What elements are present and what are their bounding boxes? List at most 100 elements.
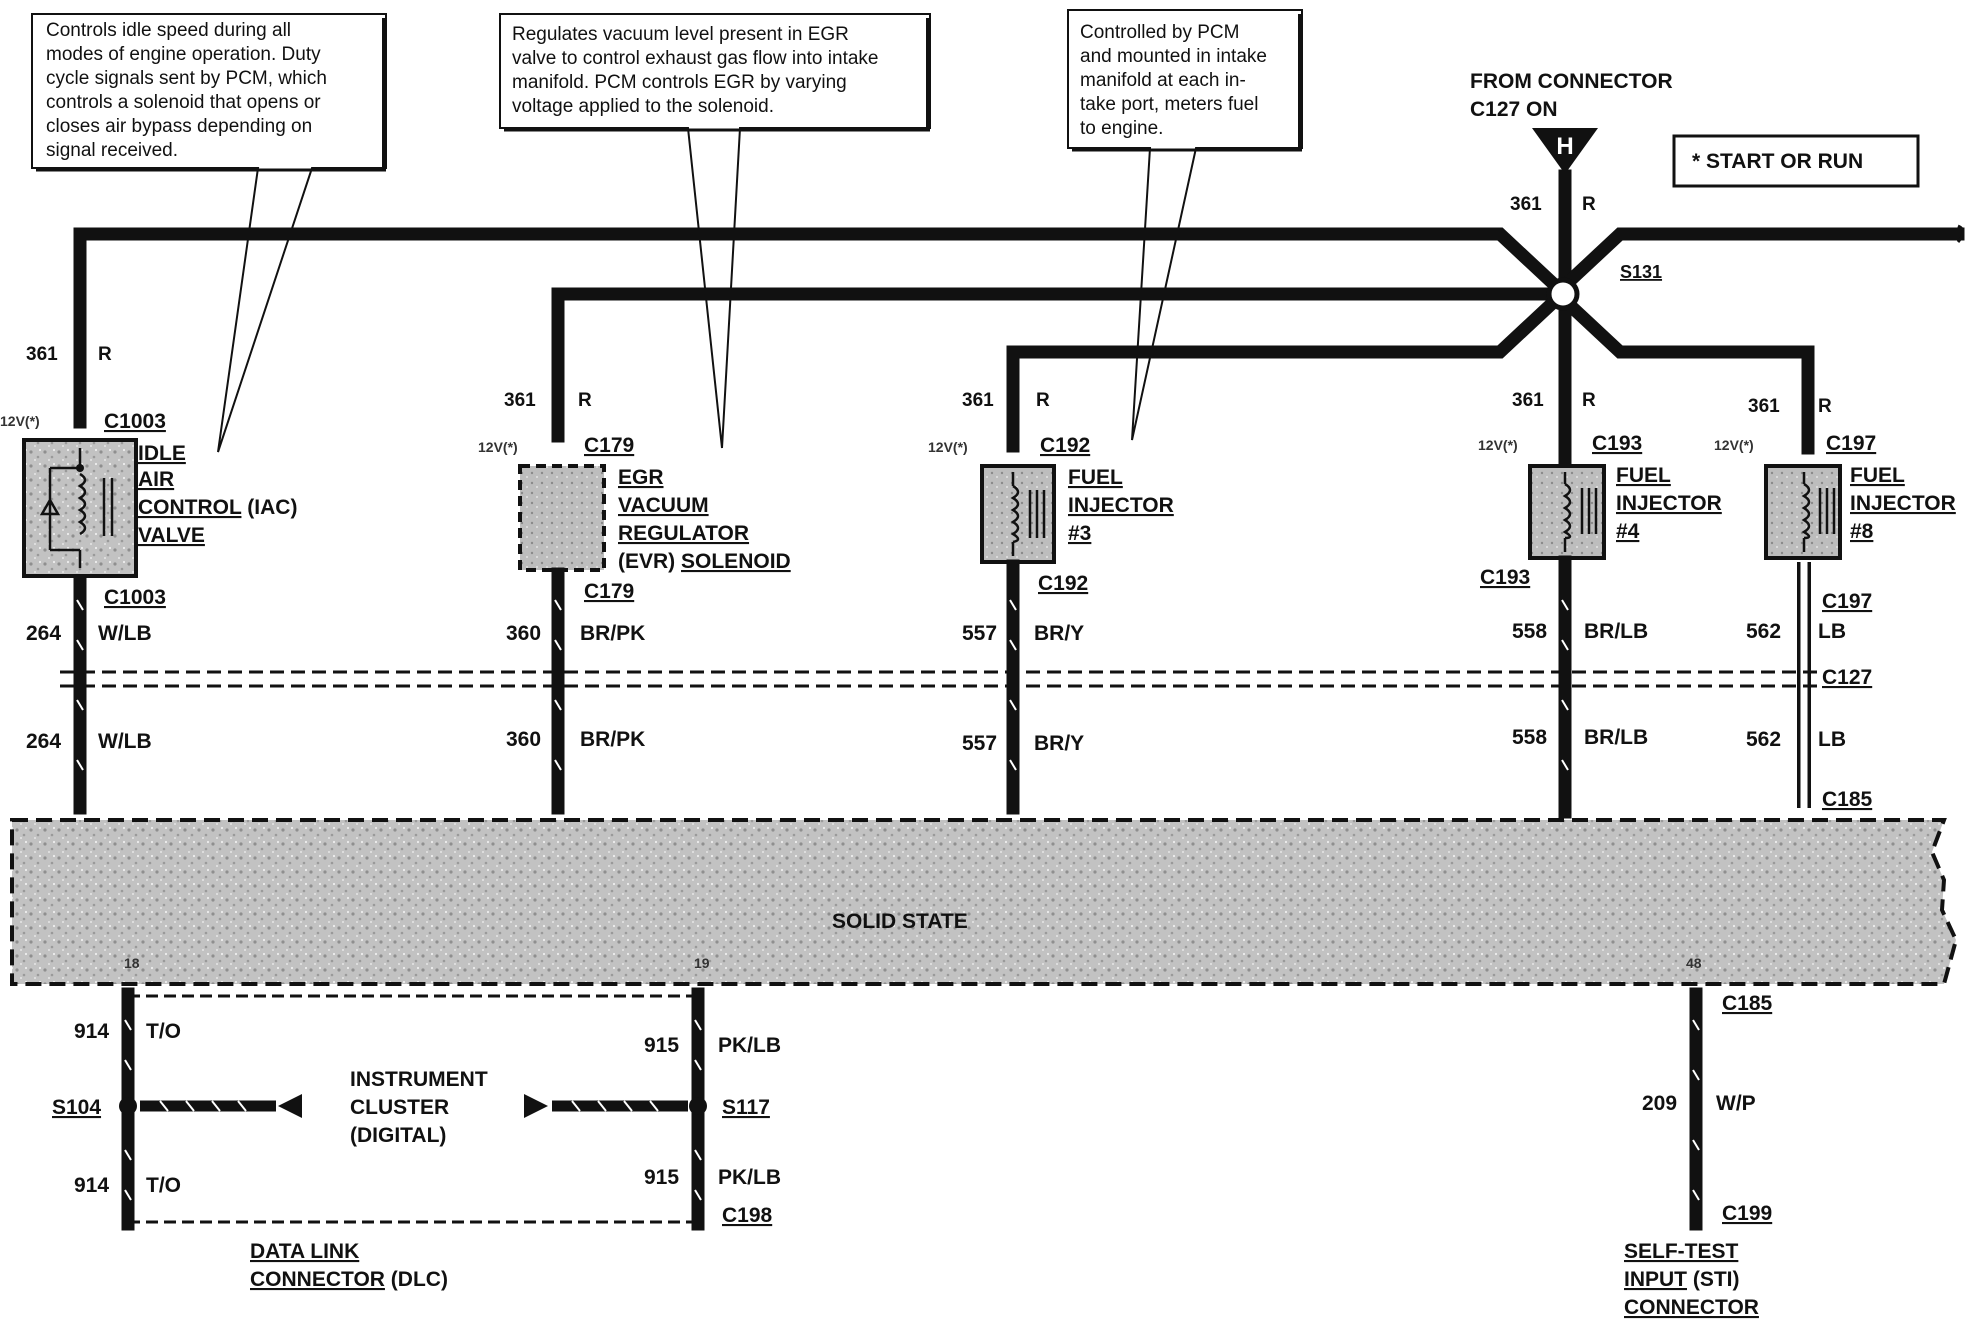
dlc-left-circuit-top: 914: [74, 1020, 109, 1043]
pcm-module: SOLID STATE 18 19 48: [10, 818, 1959, 986]
callout-iac: Controls idle speed during all modes of …: [31, 13, 387, 453]
callout-iac-line-1: Controls idle speed during all: [46, 20, 291, 41]
cluster-arrow-right-icon: [524, 1094, 548, 1118]
callout-injector-line-5: to engine.: [1080, 118, 1163, 139]
inj3-color-top: R: [1036, 390, 1050, 411]
inj8-circuit-bottom: 562: [1746, 620, 1781, 643]
dlc-name-2: CONNECTOR (DLC): [250, 1268, 448, 1291]
callout-iac-line-3: cycle signals sent by PCM, which: [46, 68, 327, 89]
dlc-right-color-top: PK/LB: [718, 1034, 781, 1057]
sti-name-2: INPUT (STI): [1624, 1268, 1740, 1291]
iac-conn-top: C1003: [104, 410, 166, 433]
pcm-pin-18: 18: [124, 955, 140, 971]
dlc-connector-label: C198: [722, 1204, 773, 1227]
connector-h-letter: H: [1556, 133, 1573, 160]
sti-circuit: 209: [1642, 1092, 1677, 1115]
inj4-name-2: INJECTOR: [1616, 492, 1722, 515]
sti-section: C185 209 W/P C199 SELF-TEST INPUT (STI) …: [1624, 987, 1773, 1319]
iac-circuit-top: 361: [26, 344, 58, 365]
callout-injector-line-1: Controlled by PCM: [1080, 22, 1239, 43]
callout-iac-line-2: modes of engine operation. Duty: [46, 44, 321, 65]
iac-color-bottom: W/LB: [98, 622, 152, 645]
splice-s117-icon: [689, 1097, 707, 1115]
inj4-body: [1528, 464, 1606, 560]
inj3-coil-icon: [1010, 472, 1046, 556]
inj3-conn-bottom: C192: [1038, 572, 1088, 595]
evr-name-3: REGULATOR: [618, 522, 749, 545]
evr-name-1: EGR: [618, 466, 664, 489]
callout-iac-line-6: signal received.: [46, 140, 178, 161]
inj3-circuit-lower: 557: [962, 732, 997, 755]
iac-solenoid-icon: [39, 448, 114, 568]
evr-circuit-top: 361: [504, 390, 536, 411]
iac-circuit-bottom: 264: [26, 622, 61, 645]
inj8-conn-top: C197: [1826, 432, 1876, 455]
callout-evr-line-1: Regulates vacuum level present in EGR: [512, 24, 849, 45]
callout-injector-line-4: take port, meters fuel: [1080, 94, 1258, 115]
inj4-circuit-lower: 558: [1512, 726, 1547, 749]
inj8-conn-bottom: C197: [1822, 590, 1872, 613]
evr-name-2: VACUUM: [618, 494, 709, 517]
start-or-run-label: * START OR RUN: [1692, 150, 1863, 173]
cluster-line-2: CLUSTER: [350, 1096, 449, 1119]
c127-label: C127: [1822, 666, 1872, 689]
dlc-left-color-top: T/O: [146, 1020, 181, 1043]
callout-evr-line-4: voltage applied to the solenoid.: [512, 96, 774, 117]
inj3-color-lower: BR/Y: [1034, 732, 1084, 755]
iac-color-lower: W/LB: [98, 730, 152, 753]
dlc-left-color-bottom: T/O: [146, 1174, 181, 1197]
inj4-color-top: R: [1582, 390, 1596, 411]
callout-iac-line-5: closes air bypass depending on: [46, 116, 312, 137]
callout-injector: Controlled by PCM and mounted in intake …: [1067, 9, 1303, 441]
evr-conn-top: C179: [584, 434, 634, 457]
dlc-left-circuit-bottom: 914: [74, 1174, 109, 1197]
bus-continuation-icon: [1956, 224, 1965, 243]
evr-circuit-lower: 360: [506, 728, 541, 751]
evr-color-lower: BR/PK: [580, 728, 645, 751]
evr-body: [518, 464, 606, 572]
sti-name-1: SELF-TEST: [1624, 1240, 1739, 1263]
iac-voltage: 12V(*): [0, 413, 40, 429]
inj8-name-2: INJECTOR: [1850, 492, 1956, 515]
iac-name-2: AIR: [138, 468, 174, 491]
dlc-right-circuit-bottom: 915: [644, 1166, 679, 1189]
component-injector-3: 361 R 12V(*) C192 FUEL INJECTOR #3 C192 …: [928, 390, 1174, 847]
from-connector-line-2: C127 ON: [1470, 98, 1558, 121]
inj3-circuit-top: 361: [962, 390, 994, 411]
inj4-conn-top: C193: [1592, 432, 1642, 455]
evr-color-top: R: [578, 390, 592, 411]
inj8-voltage: 12V(*): [1714, 437, 1754, 453]
iac-circuit-lower: 264: [26, 730, 61, 753]
inj8-color-lower: LB: [1818, 728, 1846, 751]
callout-injector-line-3: manifold at each in-: [1080, 70, 1246, 91]
cluster-arrow-left-icon: [278, 1094, 302, 1118]
from-connector-line-1: FROM CONNECTOR: [1470, 70, 1673, 93]
sti-conn-top: C185: [1722, 992, 1773, 1015]
splice-s104-icon: [119, 1097, 137, 1115]
sti-conn-bottom: C199: [1722, 1202, 1772, 1225]
inj4-circuit-bottom: 558: [1512, 620, 1547, 643]
inj3-voltage: 12V(*): [928, 439, 968, 455]
component-injector-4: 361 R 12V(*) C193 FUEL INJECTOR #4 C193 …: [1478, 390, 1722, 847]
inj8-coil-icon: [1801, 472, 1836, 552]
component-injector-8: 361 R 12V(*) C197 FUEL INJECTOR #8 C197 …: [1714, 396, 1956, 847]
feed-circuit-label: 361: [1510, 194, 1542, 215]
inj8-color-top: R: [1818, 396, 1832, 417]
sti-name-3: CONNECTOR: [1624, 1296, 1759, 1319]
evr-name-4: (EVR) SOLENOID: [618, 550, 791, 573]
splice-s104-label: S104: [52, 1096, 101, 1119]
inj4-voltage: 12V(*): [1478, 437, 1518, 453]
evr-voltage: 12V(*): [478, 439, 518, 455]
start-or-run-box: [1672, 134, 1920, 188]
pcm-label: SOLID STATE: [832, 910, 968, 933]
inj3-circuit-bottom: 557: [962, 622, 997, 645]
callout-evr-line-2: valve to control exhaust gas flow into i…: [512, 48, 878, 69]
pcm-pin-19: 19: [694, 955, 710, 971]
inj8-color-bottom: LB: [1818, 620, 1846, 643]
iac-conn-bottom: C1003: [104, 586, 166, 609]
cluster-line-3: (DIGITAL): [350, 1124, 446, 1147]
inj4-name-1: FUEL: [1616, 464, 1671, 487]
inj4-coil-icon: [1562, 472, 1598, 552]
inj3-color-bottom: BR/Y: [1034, 622, 1084, 645]
